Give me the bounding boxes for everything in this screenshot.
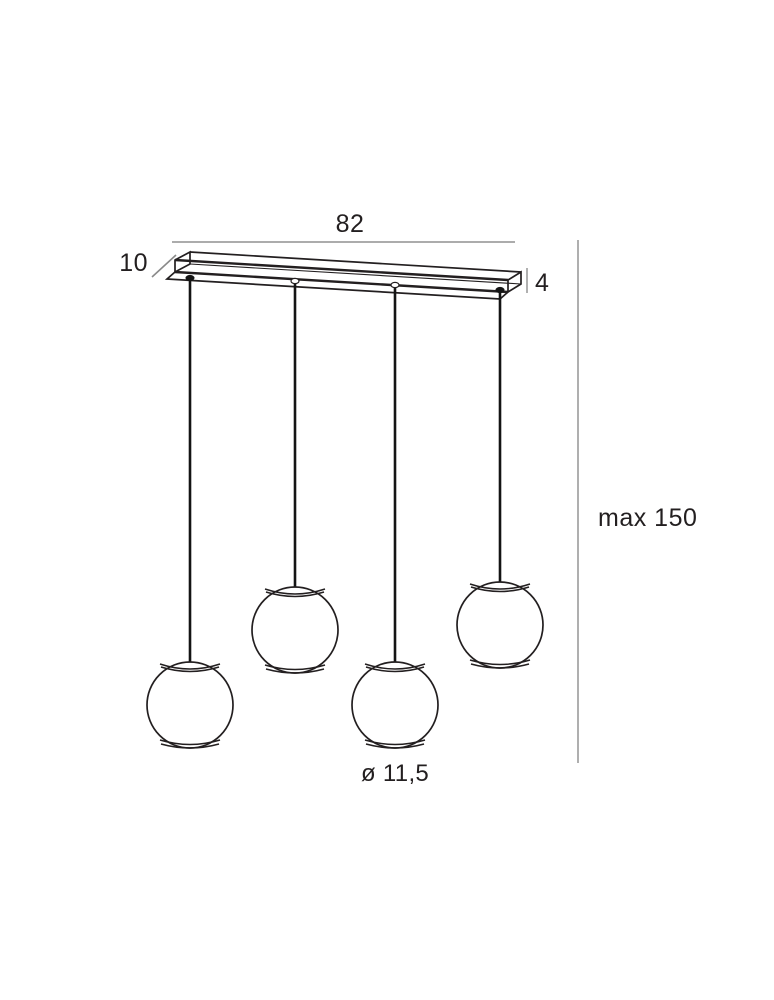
canopy-top-front-edge [174,258,509,282]
dimension-thickness-label: 4 [535,269,549,297]
cable-mount-nub-1 [185,274,195,282]
globe-top-ring-1 [159,663,221,670]
globe-sphere-2 [251,586,339,674]
globe-sphere-4 [456,581,544,669]
pendant-globe-3 [351,281,439,749]
globe-bottom-ring-3 [364,739,426,746]
globe-top-ring-inner-2 [265,591,325,598]
globe-top-ring-2 [264,588,326,595]
globe-bottom-ring-4 [469,659,531,666]
dimension-depth-label: 10 [119,249,148,277]
dimension-globe-diameter-label: ø 11,5 [361,760,429,787]
dimension-max-height-label: max 150 [598,504,697,532]
globe-top-ring-4 [469,583,531,590]
dimension-globe-diameter-group: ø 11,5 [361,760,429,787]
globe-bottom-ring-2 [264,664,326,671]
dimension-width-group: 82 [172,210,515,243]
canopy-bottom-front-edge [174,270,509,294]
globe-bottom-ring-inner-2 [265,668,325,674]
pendant-globe-1 [146,274,234,749]
globe-sphere-1 [146,661,234,749]
pendant-globe-2 [251,277,339,674]
globe-top-ring-inner-3 [365,666,425,673]
cable-mount-nub-2 [290,277,300,285]
globe-top-ring-inner-4 [470,586,530,593]
globe-sphere-3 [351,661,439,749]
cable-mount-nub-3 [390,281,400,289]
canopy-bottom-back-edge [189,263,522,285]
dimension-thickness-group: 4 [526,268,549,297]
cable-mount-nub-4 [495,286,505,294]
dimension-width-label: 82 [336,210,365,238]
dimension-depth-group: 10 [119,249,177,278]
ceiling-canopy-bar [164,250,522,300]
dimension-depth-leader-line [151,254,177,278]
pendant-globe-4 [456,286,544,669]
globe-bottom-ring-inner-3 [365,743,425,749]
canopy-top-back-edge [189,251,522,273]
globe-bottom-ring-inner-1 [160,743,220,749]
canopy-left-end-cap [174,250,191,274]
globe-top-ring-3 [364,663,426,670]
dimension-max-height-group: max 150 [577,240,697,763]
globe-bottom-ring-1 [159,739,221,746]
globe-top-ring-inner-1 [160,666,220,673]
canopy-base-flange [164,271,509,300]
canopy-right-end-cap [507,270,522,294]
globe-bottom-ring-inner-4 [470,663,530,669]
